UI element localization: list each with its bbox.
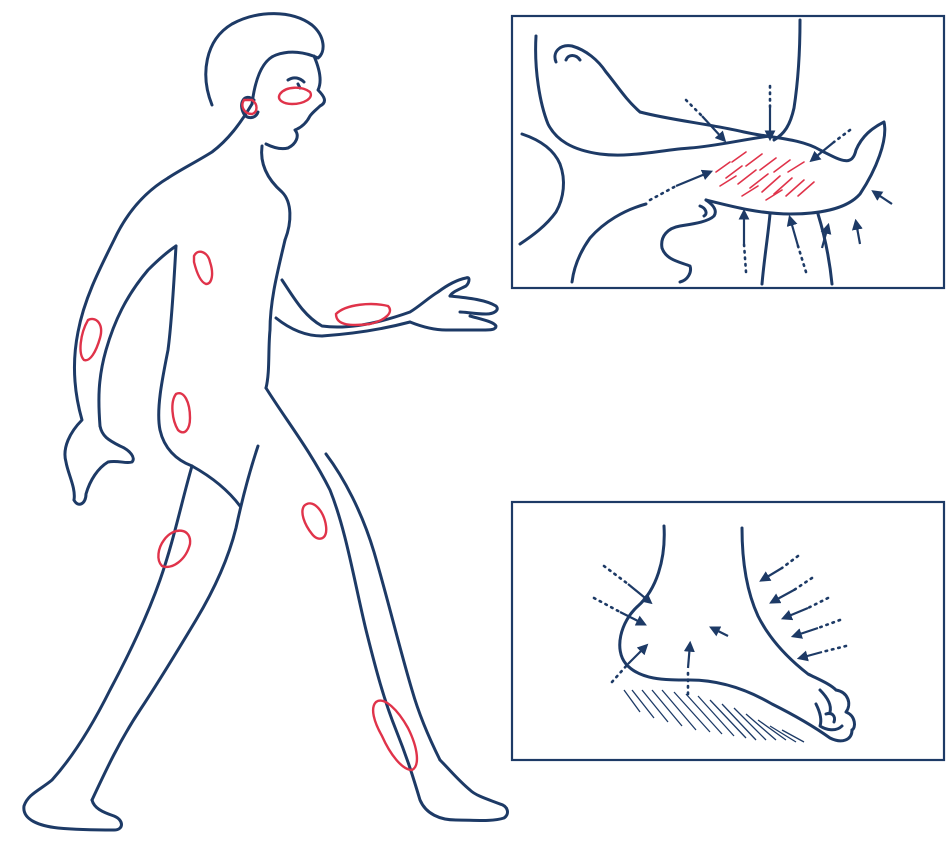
pressure-arrow-icon — [834, 130, 850, 142]
calf-shape — [640, 112, 885, 214]
pressure-arrow-icon — [856, 222, 860, 244]
foot-inset-frame — [512, 502, 944, 760]
front-arm-upper — [282, 278, 469, 327]
leg-lower — [762, 214, 770, 284]
pressure-arrow-icon — [628, 584, 650, 602]
leg-inset-lesion — [716, 152, 814, 200]
pressure-arrow-icon — [808, 598, 828, 608]
neck-front — [262, 146, 290, 240]
pressure-arrow-icon — [712, 628, 728, 636]
walking-figure — [24, 14, 508, 830]
lesions — [81, 88, 417, 770]
pressure-arrow-icon — [676, 172, 710, 186]
pressure-arrow-icon — [650, 186, 676, 200]
neck-back — [168, 104, 252, 178]
pressure-arrow-icon — [594, 598, 620, 612]
pressing-hand-lower — [572, 204, 646, 282]
foot-inset — [512, 502, 944, 760]
toenail — [826, 713, 835, 722]
leg-inset — [512, 16, 944, 288]
pressure-arrow-icon — [784, 608, 808, 618]
pressure-arrow-icon — [794, 578, 812, 590]
front-leg-inner — [326, 454, 440, 760]
foot-top — [742, 528, 836, 690]
back-leg-outer — [24, 466, 192, 830]
front-leg-outer — [266, 388, 507, 821]
lesion-shin — [373, 701, 417, 770]
torso-back — [159, 246, 192, 466]
pressure-arrow-icon — [790, 218, 798, 246]
back-hand — [74, 426, 133, 504]
pressure-arrow-icon — [794, 628, 818, 636]
lesion-cheek — [279, 88, 311, 104]
pressure-arrow-icon — [688, 644, 690, 668]
calf-top — [774, 20, 800, 140]
torso-front — [266, 240, 285, 388]
pressure-arrow-icon — [612, 664, 628, 682]
eye — [288, 78, 304, 82]
foot-toes — [816, 690, 854, 730]
hair — [206, 14, 323, 105]
pressure-arrow-icon — [818, 620, 840, 628]
thumbnail — [566, 56, 580, 61]
pressure-arrow-icon — [822, 646, 846, 652]
face-profile — [266, 56, 324, 149]
hip-line — [192, 466, 240, 506]
wrist — [520, 134, 563, 244]
pressure-arrow-icon — [686, 100, 702, 116]
leg-back — [818, 214, 832, 284]
pressure-arrow-icon — [782, 556, 798, 568]
pressure-arrow-icon — [798, 246, 806, 272]
pressure-arrow-icon — [772, 590, 794, 602]
pressure-arrow-icon — [744, 244, 746, 272]
hand-top — [536, 36, 770, 155]
pressure-arrow-icon — [604, 566, 628, 584]
lesion-back-forearm — [81, 319, 102, 360]
leg-inset-arrows — [650, 86, 892, 272]
pressure-arrow-icon — [874, 192, 892, 204]
pressure-arrow-icon — [762, 568, 782, 580]
pressing-fingernail — [700, 206, 706, 216]
pressure-arrow-icon — [628, 646, 646, 664]
pressure-arrow-icon — [800, 652, 822, 658]
pressure-arrow-icon — [812, 142, 834, 160]
back-arm-inner — [99, 246, 176, 426]
lesion-hip — [172, 393, 190, 432]
lesion-thigh-front — [302, 503, 326, 538]
lesion-upper-arm — [194, 252, 212, 284]
sole-shadow — [624, 690, 804, 742]
